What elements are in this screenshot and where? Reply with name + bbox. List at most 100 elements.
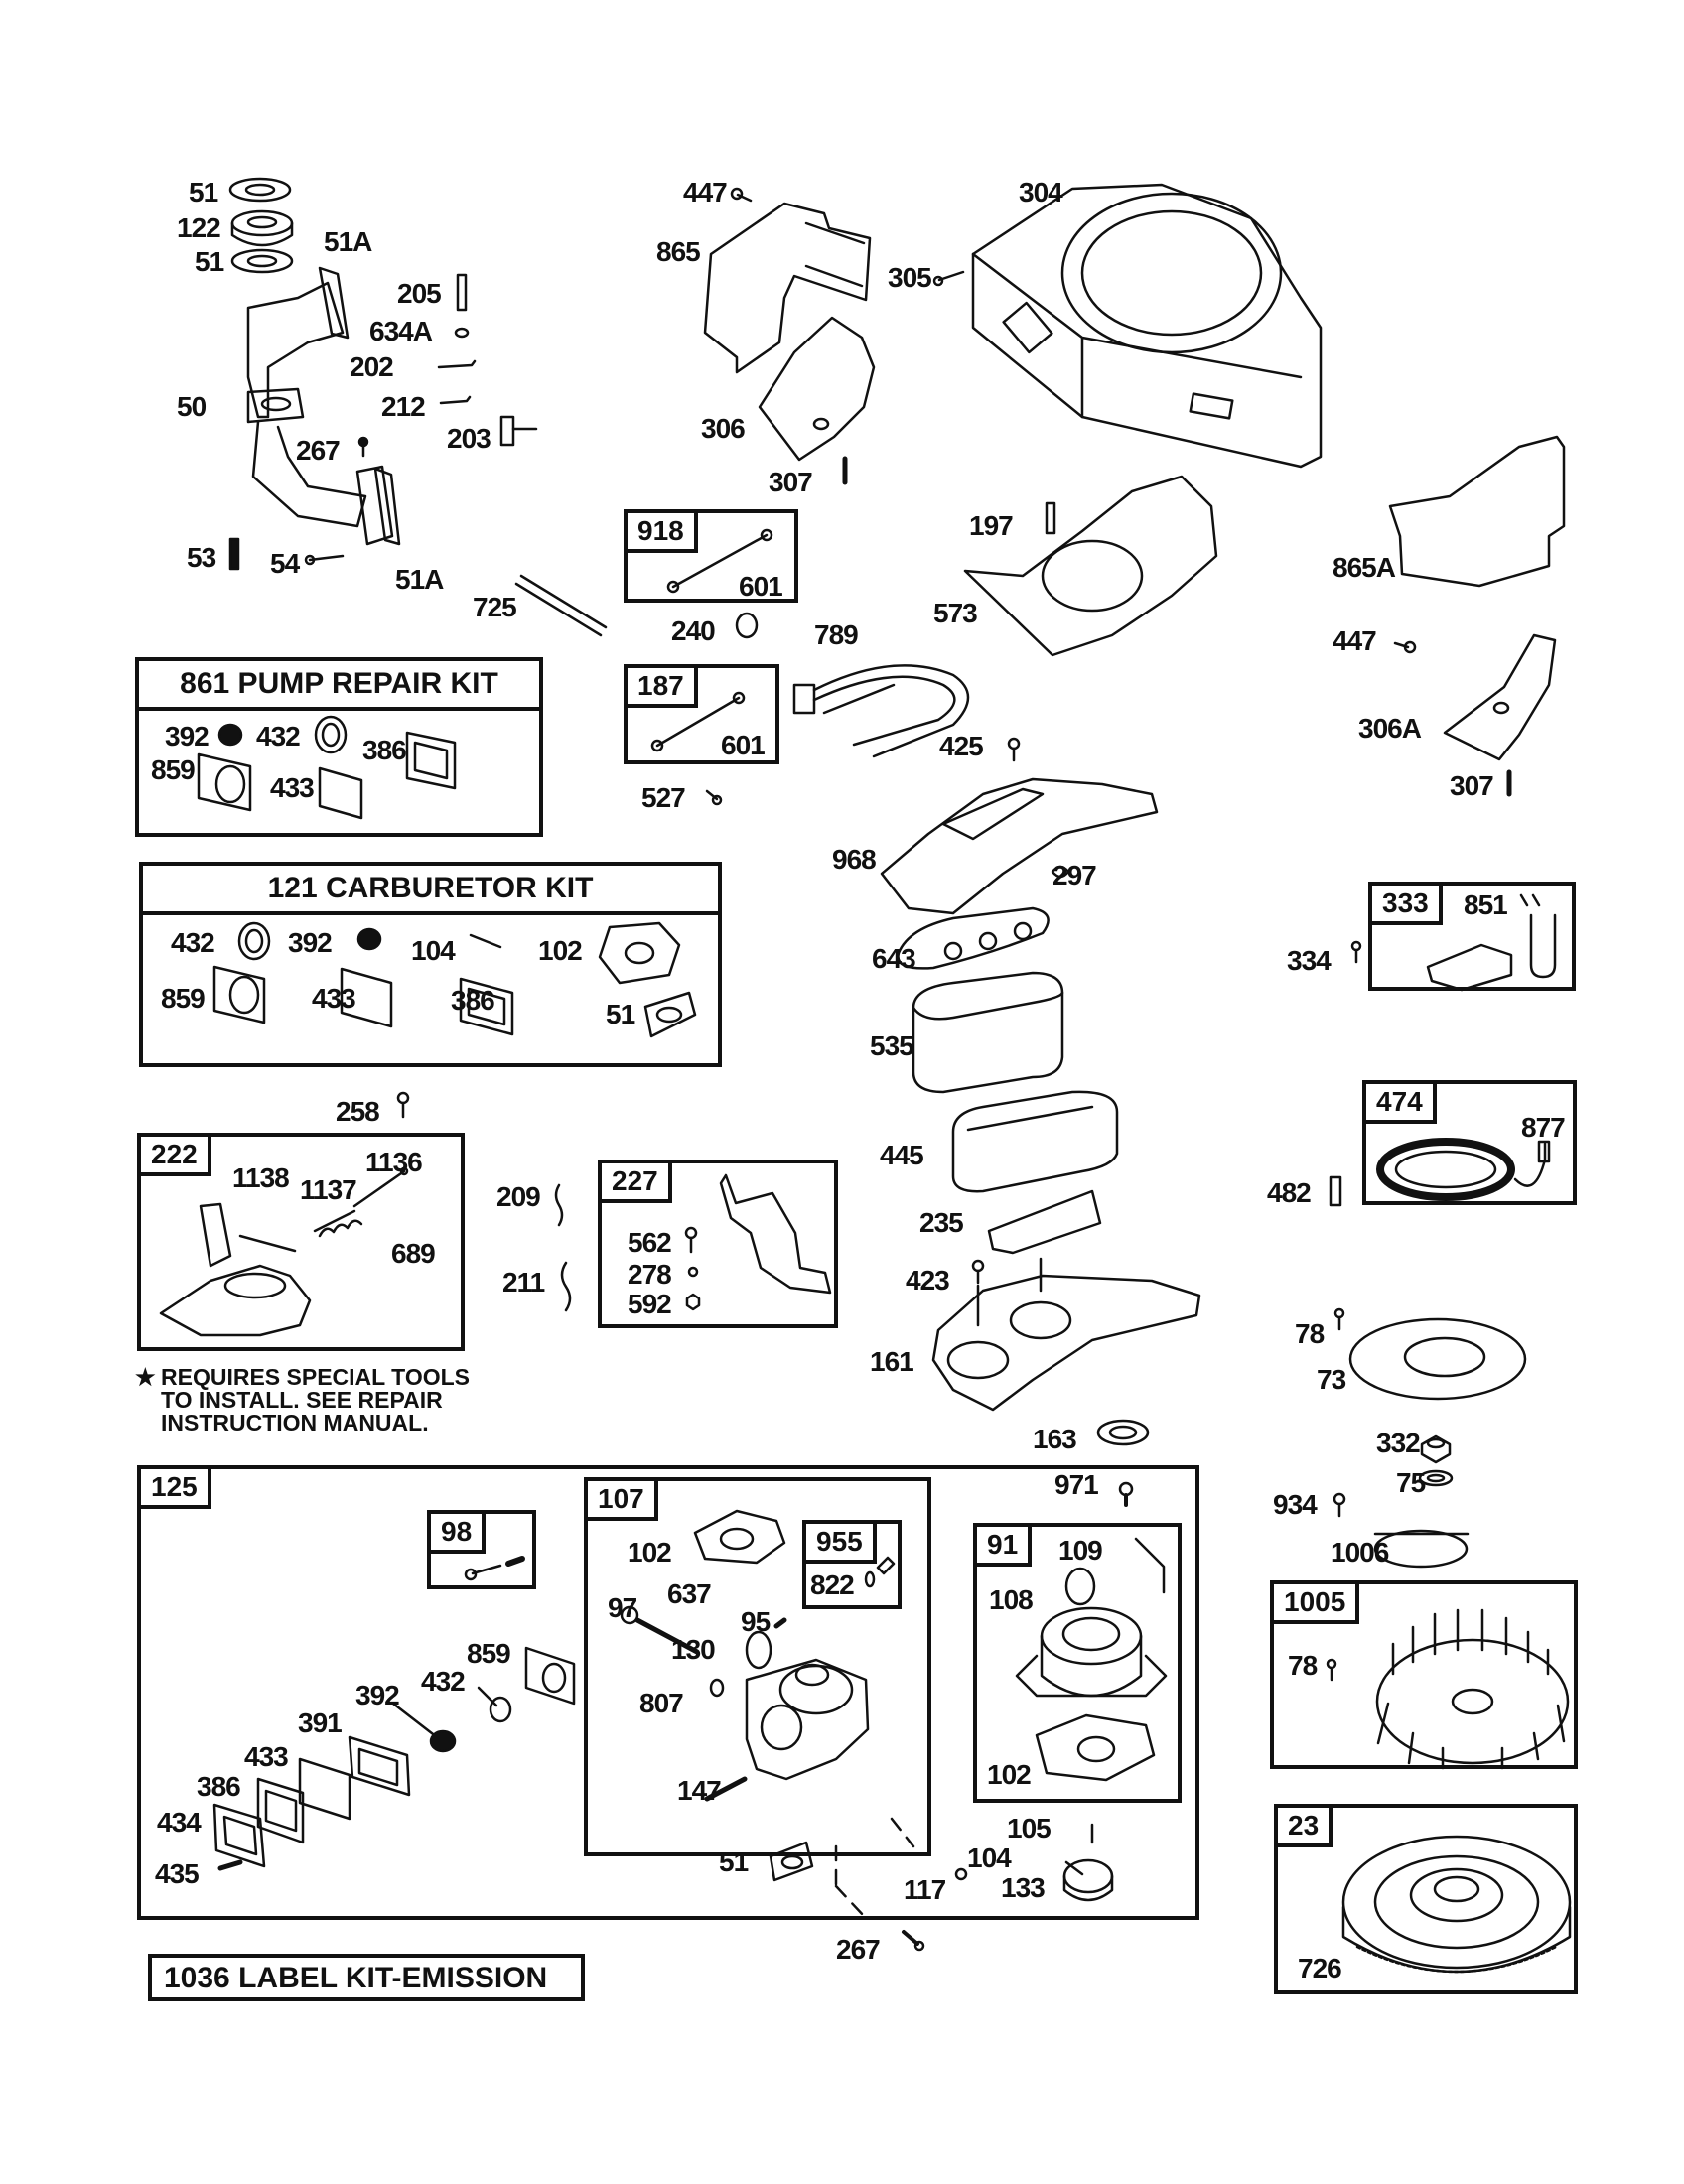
kit-box-1005: 1005 78 — [1270, 1580, 1578, 1770]
shroud-865 — [703, 202, 872, 374]
diaphragm-432 — [314, 715, 348, 754]
kit-tag: 187 — [628, 668, 698, 708]
screw-425 — [1007, 737, 1021, 762]
part-label: 725 — [473, 592, 517, 622]
washer-75 — [1418, 1469, 1454, 1487]
part-label: 161 — [870, 1346, 914, 1377]
link-601-drawing — [666, 528, 773, 594]
carburetor-body-drawing — [620, 1509, 870, 1802]
seal-807 — [709, 1678, 725, 1698]
cup-1006 — [1373, 1529, 1470, 1569]
kit-tag: 227 — [602, 1163, 672, 1203]
kit-box-187: 187 601 — [624, 664, 779, 764]
screw-971 — [1118, 1481, 1134, 1507]
bolt-482 — [1329, 1175, 1342, 1207]
part-label: 573 — [933, 598, 978, 628]
kit-tag: 23 — [1278, 1808, 1333, 1847]
diaphragm-433 — [298, 1757, 351, 1821]
bolt-934 — [1333, 1492, 1346, 1518]
part-label: 432 — [421, 1666, 466, 1697]
spacer-122 — [230, 209, 294, 247]
screw-54 — [304, 554, 345, 566]
gasket-102 — [598, 921, 681, 985]
blower-housing-304 — [971, 183, 1323, 469]
part-label: 133 — [1001, 1872, 1046, 1903]
gasket-102 — [1035, 1713, 1156, 1782]
part-label: 535 — [870, 1030, 914, 1061]
part-label: 122 — [177, 212, 221, 243]
part-label: 432 — [256, 721, 301, 751]
part-label: 865A — [1333, 552, 1396, 583]
needle-147 — [704, 1776, 748, 1802]
part-label: 1138 — [232, 1162, 290, 1193]
kit-box-227: 227 562 278 592 — [598, 1160, 838, 1328]
part-label: 50 — [177, 391, 207, 422]
air-guide-573 — [963, 475, 1218, 657]
part-label: 865 — [656, 236, 701, 267]
kit-title: 121 CARBURETOR KIT — [143, 866, 718, 915]
bolt-305 — [932, 270, 965, 287]
kit-box-125: 125 — [137, 1465, 1199, 1920]
part-label: 102 — [628, 1537, 672, 1568]
bolt-197 — [1045, 501, 1056, 535]
part-label: 212 — [381, 391, 426, 422]
screw-95 — [773, 1617, 787, 1629]
part-label: 859 — [467, 1638, 511, 1669]
part-label: 304 — [1019, 177, 1063, 207]
shroud-865A — [1388, 435, 1566, 588]
part-label: 789 — [814, 619, 859, 650]
kit-box-918: 918 601 — [624, 509, 798, 603]
part-label: 386 — [197, 1771, 241, 1802]
part-label: 211 — [502, 1267, 545, 1297]
kit-box-23: 23 726 — [1274, 1804, 1578, 1994]
kit-tag: 91 — [977, 1527, 1033, 1567]
part-label: 851 — [1464, 889, 1508, 920]
screw-258 — [396, 1091, 410, 1119]
gasket-102 — [693, 1509, 786, 1565]
part-label: 267 — [296, 435, 341, 466]
tube-725 — [514, 574, 608, 637]
diaphragm-432 — [477, 1686, 512, 1723]
plate-108 — [1064, 1567, 1096, 1606]
fan-blades — [1376, 1608, 1566, 1770]
gasket-51A-top — [318, 266, 350, 340]
manifold-50 — [246, 281, 394, 546]
screw-435 — [217, 1859, 243, 1871]
bolt-53 — [228, 537, 240, 571]
part-label: 205 — [397, 278, 442, 309]
screw-78 — [1326, 1658, 1337, 1682]
plate-130 — [745, 1630, 772, 1670]
kit-box-98: 98 — [427, 1510, 536, 1589]
grommet-240 — [735, 612, 759, 639]
note-line: REQUIRES SPECIAL TOOLS — [161, 1364, 470, 1390]
bolt-205 — [456, 273, 468, 312]
link-212 — [439, 395, 472, 405]
kit-tag: 125 — [141, 1469, 211, 1509]
gasket-163 — [1096, 1419, 1150, 1446]
part-label: 637 — [667, 1578, 712, 1609]
part-label: 78 — [1295, 1318, 1325, 1349]
part-label: 392 — [165, 721, 210, 751]
carburetor-kit-box: 121 CARBURETOR KIT 432 392 104 102 859 4… — [139, 862, 722, 1067]
part-label: 482 — [1267, 1177, 1312, 1208]
screw-267 — [902, 1930, 925, 1952]
part-label: 109 — [1058, 1535, 1103, 1566]
diaphragm-433 — [340, 967, 393, 1028]
part-label: 267 — [836, 1934, 881, 1965]
carb-body — [745, 1658, 870, 1781]
shaft-109 — [1134, 1537, 1166, 1594]
part-label: 971 — [1054, 1469, 1099, 1500]
part-label: 51A — [395, 564, 444, 595]
part-label: 859 — [151, 754, 196, 785]
gasket-51 — [643, 991, 697, 1038]
part-label: 108 — [989, 1584, 1034, 1615]
kit-box-333: 333 851 — [1368, 882, 1576, 992]
cover-968 — [880, 777, 1159, 915]
kit-box-474: 474 877 — [1362, 1080, 1577, 1205]
diaphragm-433 — [318, 766, 363, 820]
harness-789 — [792, 664, 970, 758]
seal-643 — [897, 906, 1050, 970]
